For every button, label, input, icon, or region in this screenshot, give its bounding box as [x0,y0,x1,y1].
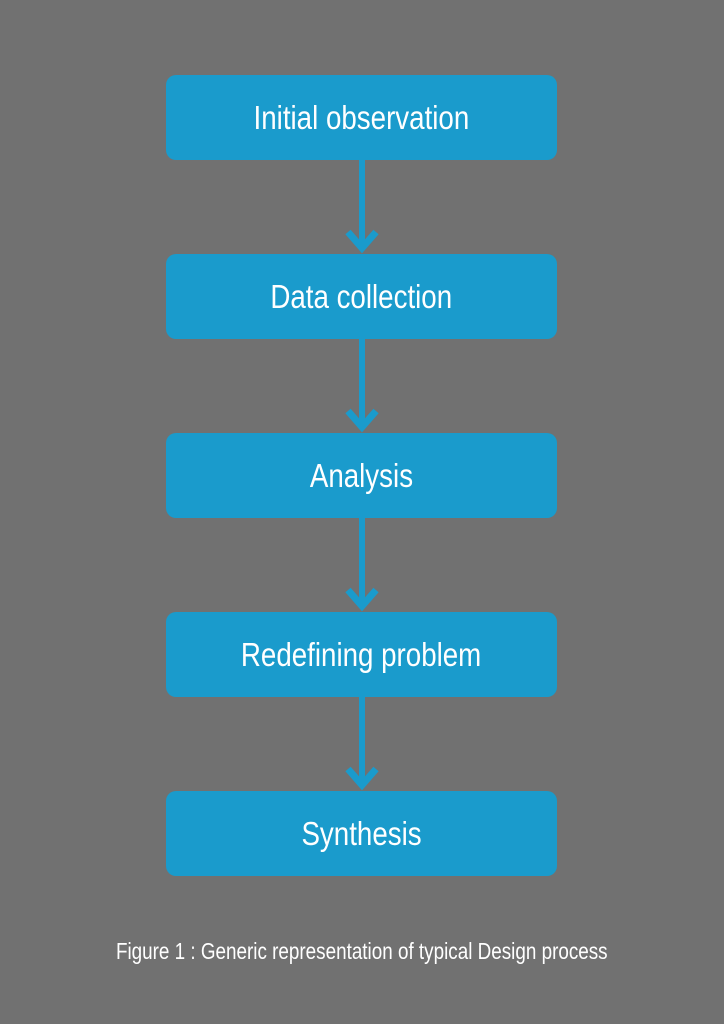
step-label: Analysis [309,456,414,494]
step-redefining-problem: Redefining problem [166,612,557,697]
step-data-collection: Data collection [166,254,557,339]
step-analysis: Analysis [166,433,557,518]
step-label: Initial observation [253,98,470,136]
arrow-down-icon [345,339,379,433]
arrow-down-icon [345,697,379,791]
step-label: Synthesis [301,814,422,852]
caption-text: Figure 1 : Generic representation of typ… [116,938,608,964]
step-label: Redefining problem [241,635,482,673]
arrow-down-icon [345,160,379,254]
step-synthesis: Synthesis [166,791,557,876]
step-initial-observation: Initial observation [166,75,557,160]
step-label: Data collection [270,277,453,315]
arrow-down-icon [345,518,379,612]
figure-caption: Figure 1 : Generic representation of typ… [0,938,724,965]
